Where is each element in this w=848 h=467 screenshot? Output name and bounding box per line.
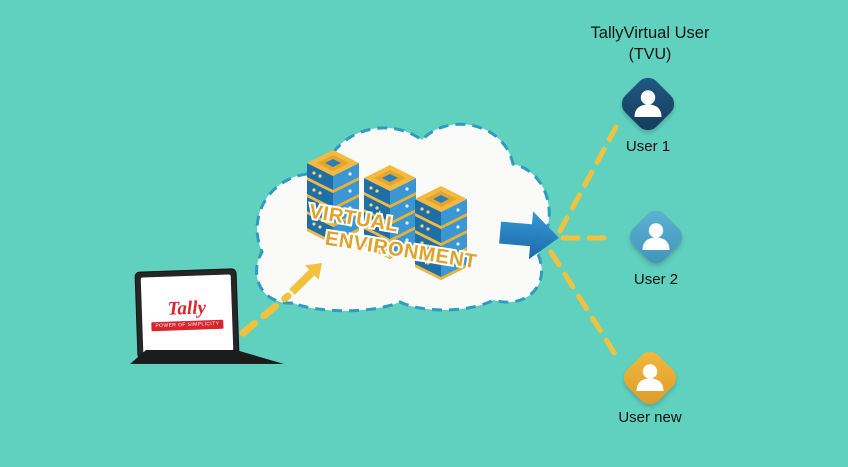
upload-arrow-icon bbox=[289, 263, 322, 295]
laptop-base bbox=[130, 350, 284, 364]
tvu-title: TallyVirtual User bbox=[590, 24, 710, 42]
user-new-label: User new bbox=[618, 409, 682, 426]
tally-logo-tagline: POWER OF SIMPLICITY bbox=[151, 319, 224, 331]
laptop-screen: Tally POWER OF SIMPLICITY bbox=[134, 268, 240, 360]
connector-user-new bbox=[548, 249, 623, 365]
person-icon bbox=[636, 364, 664, 391]
tvu-subtitle: (TVU) bbox=[628, 46, 672, 64]
tally-logo: Tally bbox=[167, 296, 207, 320]
connector-user-1 bbox=[557, 124, 619, 234]
user-1-label: User 1 bbox=[625, 138, 671, 155]
flow-arrow-icon bbox=[499, 211, 559, 260]
tvu-header: TallyVirtual User (TVU) bbox=[558, 22, 742, 66]
user-2-label: User 2 bbox=[633, 271, 679, 288]
person-icon bbox=[642, 223, 670, 250]
user-2-icon bbox=[624, 205, 688, 269]
laptop-to-cloud-connector bbox=[239, 292, 292, 337]
laptop-display: Tally POWER OF SIMPLICITY bbox=[140, 274, 234, 354]
tally-laptop: Tally POWER OF SIMPLICITY bbox=[128, 266, 288, 370]
user-new-icon bbox=[618, 346, 682, 410]
person-icon bbox=[634, 90, 662, 117]
user-1-icon bbox=[616, 72, 680, 136]
